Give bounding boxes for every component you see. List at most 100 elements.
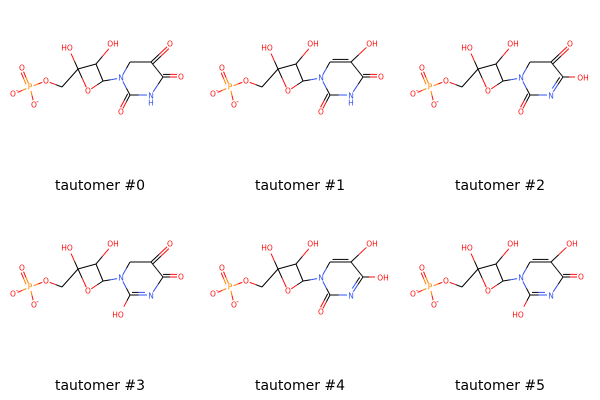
bond-C5-O5 <box>350 54 360 63</box>
oxygen-label: O <box>567 40 573 49</box>
bond-C2p-O4p <box>96 80 104 86</box>
bond-C3p-C2p <box>95 63 100 73</box>
bond-O_est-C5p <box>255 284 263 288</box>
bond-N1-C6 <box>522 268 527 275</box>
bond-C4-N3 <box>152 284 159 292</box>
bond-C2-O2-double <box>323 293 329 301</box>
bond-C2-O2-double <box>320 100 325 108</box>
phosphorus-label: P <box>28 83 33 92</box>
bond-C4-N3 <box>157 276 164 285</box>
charge-label: - <box>236 97 239 106</box>
bond-O_top-P <box>25 77 29 84</box>
bond-C4p-O3p <box>70 253 75 262</box>
oxygen-anion-label: O <box>210 290 216 299</box>
bond-C4p-C3p <box>486 63 497 67</box>
bond-O_left-P <box>217 290 223 293</box>
hydroxyl-label: OH <box>107 40 119 49</box>
bond-O_top-P-double <box>23 278 27 285</box>
bond-P-O_est <box>33 283 39 287</box>
oxygen-label: O <box>285 87 291 96</box>
bond-P-O_est <box>433 83 439 87</box>
bond-N1-C6 <box>122 68 127 75</box>
oxygen-label: O <box>485 87 491 96</box>
oxygen-anion-label: O <box>10 290 16 299</box>
bond-O_top-P <box>425 277 429 284</box>
nitrogen-label: N <box>348 292 354 301</box>
nitrogen-label: N <box>118 274 124 283</box>
bond-O_top-P-double <box>420 72 425 79</box>
bond-O_top-P <box>23 71 27 78</box>
bond-C2-N1 <box>122 281 127 289</box>
bond-O4p-C4p <box>281 277 287 288</box>
bond-C5p-C4p <box>69 268 79 279</box>
bond-P-O_est <box>37 81 43 85</box>
oxygen-label: O <box>167 240 173 249</box>
bond-P-O_est <box>437 281 443 285</box>
bond-P-O_est <box>237 281 243 285</box>
bond-O_bot-P <box>31 295 34 301</box>
bond-C5-C4 <box>356 69 364 78</box>
charge-label: - <box>36 297 39 306</box>
bond-O_top-P <box>223 71 227 78</box>
bond-C3p-O2p <box>95 56 103 65</box>
nitrogen-label: N <box>148 92 154 101</box>
bond-C5-C4 <box>550 261 558 270</box>
oxygen-label: O <box>378 73 384 82</box>
oxygen-anion-label: O <box>31 101 37 110</box>
bond-C4-N3 <box>552 284 559 292</box>
bond-O_est-C5p <box>49 81 57 86</box>
bond-C4p-O3p <box>274 61 279 70</box>
bond-C2-O2 <box>523 300 528 307</box>
bond-C3p-C2p <box>299 72 304 82</box>
bond-C2p-N1 <box>502 79 511 82</box>
tautomer-caption: tautomer #2 <box>454 178 546 194</box>
bond-N1-C6 <box>122 268 127 275</box>
bond-C5-O5 <box>550 254 560 263</box>
oxygen-anion-label: O <box>31 301 37 310</box>
bond-O_top-P <box>225 77 229 84</box>
bond-C3p-O2p <box>495 56 503 65</box>
bond-C2p-N1 <box>302 79 311 82</box>
bond-C4p-C3p <box>277 266 288 270</box>
bond-C2-N1 <box>322 281 327 289</box>
bond-C2p-O4p <box>491 284 498 290</box>
bond-O_est-C5p <box>249 281 257 286</box>
bond-C4p-C3p <box>477 66 488 70</box>
bond-C5p-C4p <box>69 68 79 79</box>
bond-C2p-N1 <box>109 78 118 81</box>
hydroxyl-label: HO <box>112 311 124 320</box>
oxygen-label: O <box>178 73 184 82</box>
bond-C5-C4 <box>150 261 158 270</box>
bond-C4p-O3p <box>474 61 479 70</box>
bond-C2-N1 <box>525 288 531 296</box>
bond-C5p-C4p <box>269 268 279 279</box>
bond-C4-N3-double <box>355 277 361 284</box>
bond-C3p-O2p <box>502 48 510 57</box>
bond-C2-O2-double <box>123 93 129 101</box>
phosphorus-label: P <box>28 283 33 292</box>
bond-C5p-C4p <box>269 68 279 79</box>
bond-C5-C4 <box>156 269 164 278</box>
hydroxyl-label: OH <box>566 240 578 249</box>
nitrogen-label: N <box>318 74 324 83</box>
nitrogen-label: N <box>518 74 524 83</box>
bond-O_bot-P <box>231 295 234 301</box>
oxygen-label: O <box>318 108 324 117</box>
bond-O_left-P <box>421 88 427 91</box>
bond-C5-O5 <box>158 246 168 255</box>
hydroxyl-label: HO <box>512 311 524 320</box>
bond-C3p-C2p <box>295 63 300 73</box>
bond-O_bot-P <box>231 95 234 101</box>
bond-C4p-O3p <box>74 261 79 270</box>
charge-label: - <box>216 286 219 295</box>
bond-C2-O2 <box>325 94 331 102</box>
bond-N1-C6 <box>322 268 327 275</box>
bond-O_top-P <box>425 77 429 84</box>
tautomer-caption: tautomer #4 <box>254 378 346 394</box>
